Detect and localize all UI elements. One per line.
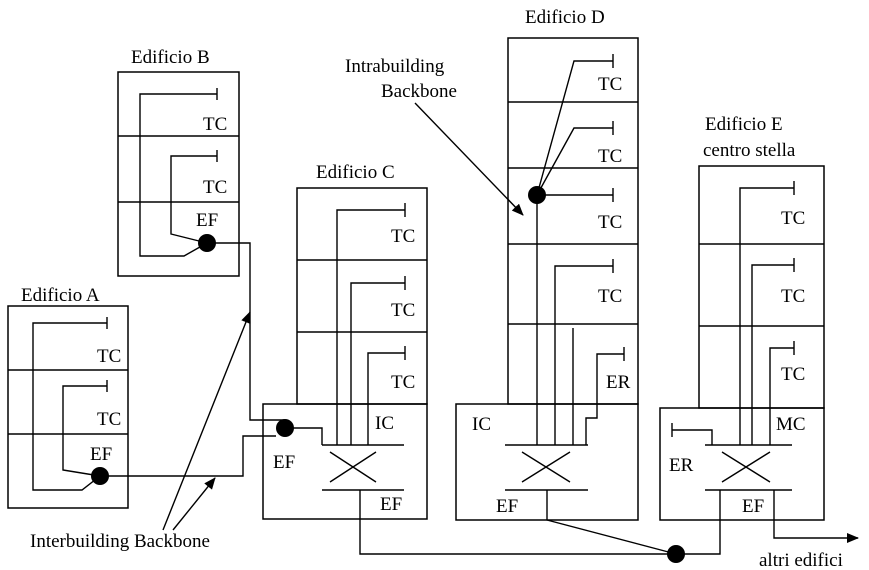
building-e-title-line1: Edificio E xyxy=(705,114,783,135)
building-e-tc1-label: TC xyxy=(781,208,805,229)
building-c-ic-label: IC xyxy=(375,413,394,434)
building-a: Edificio A TC TC EF xyxy=(7,285,129,509)
link-b-to-c xyxy=(207,242,286,428)
annotations: Intrabuilding Backbone Interbuilding Bac… xyxy=(30,56,843,570)
altri-edifici-label: altri edifici xyxy=(759,550,843,570)
building-c-tc1-label: TC xyxy=(391,226,415,247)
building-d-cable-tc2 xyxy=(536,121,614,196)
interbuilding-arrow-upper xyxy=(162,311,251,531)
building-d-intra-node xyxy=(528,186,546,204)
intrabuilding-label-line2: Backbone xyxy=(381,81,457,102)
building-d-tc4-label: TC xyxy=(598,286,622,307)
building-a-title: Edificio A xyxy=(21,285,100,306)
building-e-cable-tc3 xyxy=(769,341,795,445)
building-b-tc2-label: TC xyxy=(203,177,227,198)
interbuilding-arrow-lower xyxy=(172,477,216,531)
building-a-outline xyxy=(7,305,129,509)
building-b-outline xyxy=(117,71,240,277)
building-c-cable-tc2 xyxy=(350,276,406,445)
building-e: Edificio E centro stella TC TC TC MC ER … xyxy=(659,114,825,521)
building-d-tc2-label: TC xyxy=(598,146,622,167)
building-a-tc1-label: TC xyxy=(97,346,121,367)
building-a-cable-tc1 xyxy=(32,317,108,491)
building-e-cable-er xyxy=(671,423,713,445)
building-a-ef-label: EF xyxy=(90,444,112,465)
building-d-tc3-label: TC xyxy=(598,212,622,233)
building-e-mc-label: MC xyxy=(776,414,806,435)
building-d-cable-er xyxy=(585,347,625,445)
link-to-other-buildings xyxy=(773,490,859,543)
building-b: Edificio B TC TC EF xyxy=(117,47,240,277)
intrabuilding-arrow xyxy=(414,102,524,216)
building-a-tc2-label: TC xyxy=(97,409,121,430)
building-e-er-label: ER xyxy=(669,455,694,476)
building-b-tc1-label: TC xyxy=(203,114,227,135)
building-e-tc3-label: TC xyxy=(781,364,805,385)
building-d-ic-label: IC xyxy=(472,414,491,435)
link-e-to-hub xyxy=(676,490,721,555)
building-c: Edificio C TC TC TC IC EF EF xyxy=(262,162,428,520)
link-d-to-hub xyxy=(546,490,677,555)
building-d-cable-tc3 xyxy=(537,188,614,202)
building-e-crossconnect-icon xyxy=(721,451,771,483)
building-b-cable-tc1 xyxy=(139,88,218,257)
building-b-cable-tc2 xyxy=(170,150,218,244)
building-a-cable-tc2 xyxy=(62,380,108,477)
interbuilding-label: Interbuilding Backbone xyxy=(30,531,210,552)
building-e-cable-tc2 xyxy=(751,258,795,445)
building-d-cable-tc1 xyxy=(536,54,614,196)
building-e-cable-tc1 xyxy=(739,181,795,445)
intrabuilding-label-line1: Intrabuilding xyxy=(345,56,445,77)
building-d-title: Edificio D xyxy=(525,7,605,28)
interbuilding-links xyxy=(100,242,859,563)
building-c-cable-tc3 xyxy=(367,346,406,445)
building-e-base-outline xyxy=(659,407,825,521)
building-c-ef-link xyxy=(285,427,323,445)
building-c-tc3-label: TC xyxy=(391,372,415,393)
building-d-er-label: ER xyxy=(606,372,631,393)
building-d-cable-tc4 xyxy=(554,259,614,445)
building-b-ef-label: EF xyxy=(196,210,218,231)
interbuilding-hub-node xyxy=(667,545,685,563)
link-c-to-hub xyxy=(359,490,676,555)
building-c-crossconnect-icon xyxy=(329,451,377,483)
building-e-title-line2: centro stella xyxy=(703,140,796,161)
building-d-tc1-label: TC xyxy=(598,74,622,95)
building-c-title: Edificio C xyxy=(316,162,395,183)
link-a-to-c xyxy=(100,435,276,477)
building-c-ef-left-label: EF xyxy=(273,452,295,473)
building-c-cable-tc1 xyxy=(336,203,406,445)
building-d-crossconnect-icon xyxy=(521,451,571,483)
building-c-ef-bottom-label: EF xyxy=(380,494,402,515)
building-c-tc2-label: TC xyxy=(391,300,415,321)
building-e-ef-label: EF xyxy=(742,496,764,517)
building-d-ef-label: EF xyxy=(496,496,518,517)
building-e-tc2-label: TC xyxy=(781,286,805,307)
building-c-base-outline xyxy=(262,403,428,520)
building-d: Edificio D TC TC TC TC ER IC EF xyxy=(455,7,639,521)
building-b-title: Edificio B xyxy=(131,47,210,68)
